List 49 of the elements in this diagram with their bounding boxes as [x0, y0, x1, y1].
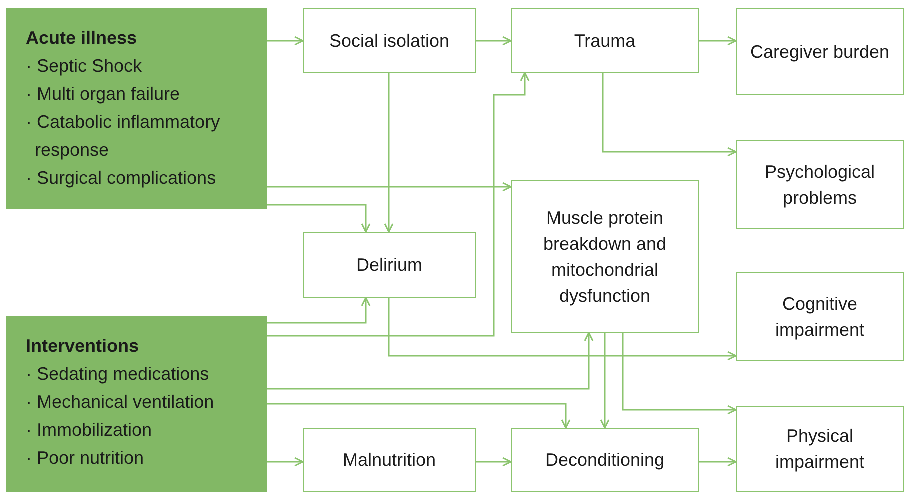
process-box	[511, 428, 699, 492]
bullet-item: · Poor nutrition	[26, 447, 146, 470]
box-label: Deconditioning	[545, 449, 665, 472]
arrow	[267, 332, 594, 390]
arrow	[388, 298, 737, 361]
arrow	[622, 333, 737, 415]
process-box	[736, 272, 904, 361]
panel-heading: Acute illness	[26, 27, 138, 50]
arrow	[699, 457, 737, 467]
process-box	[511, 180, 699, 333]
arrow	[267, 457, 304, 467]
arrow	[267, 403, 571, 429]
arrow	[600, 333, 610, 429]
bullet-item: · Mechanical ventilation	[26, 391, 216, 414]
arrow	[476, 457, 512, 467]
arrow	[384, 73, 394, 233]
arrow	[476, 36, 512, 46]
bullet-item: · Septic Shock	[26, 55, 144, 78]
arrow	[267, 204, 371, 233]
box-label: Cognitive impairment	[774, 292, 866, 342]
arrow	[602, 73, 737, 157]
box-label: Delirium	[356, 254, 422, 277]
box-label: Trauma	[574, 30, 636, 52]
bullet-item: · Multi organ failure	[26, 83, 182, 106]
arrow	[267, 72, 530, 337]
bullet-item: · Surgical complications	[26, 167, 218, 190]
box-label: Malnutrition	[342, 449, 436, 472]
box-label: Muscle protein breakdown and mitochondrial dysfunction	[542, 206, 668, 308]
panel-heading: Interventions	[26, 335, 140, 358]
process-box	[736, 8, 904, 95]
process-box	[736, 140, 904, 229]
category-panel	[6, 316, 267, 492]
arrow	[267, 297, 371, 324]
bullet-item: · Immobilization	[26, 419, 154, 442]
arrow	[267, 36, 304, 46]
box-label: Psychological problems	[764, 160, 876, 210]
category-panel	[6, 8, 267, 209]
process-box	[303, 428, 476, 492]
process-box	[736, 406, 904, 492]
box-label: Caregiver burden	[750, 40, 890, 64]
process-box	[303, 8, 476, 73]
box-label: Physical impairment	[774, 425, 866, 474]
process-box	[511, 8, 699, 73]
bullet-item: · Catabolic inflammatory response	[26, 111, 222, 162]
bullet-item: · Sedating medications	[26, 363, 210, 386]
process-box	[303, 232, 476, 298]
arrow	[267, 182, 512, 192]
arrow	[699, 36, 737, 46]
box-label: Social isolation	[329, 30, 450, 52]
